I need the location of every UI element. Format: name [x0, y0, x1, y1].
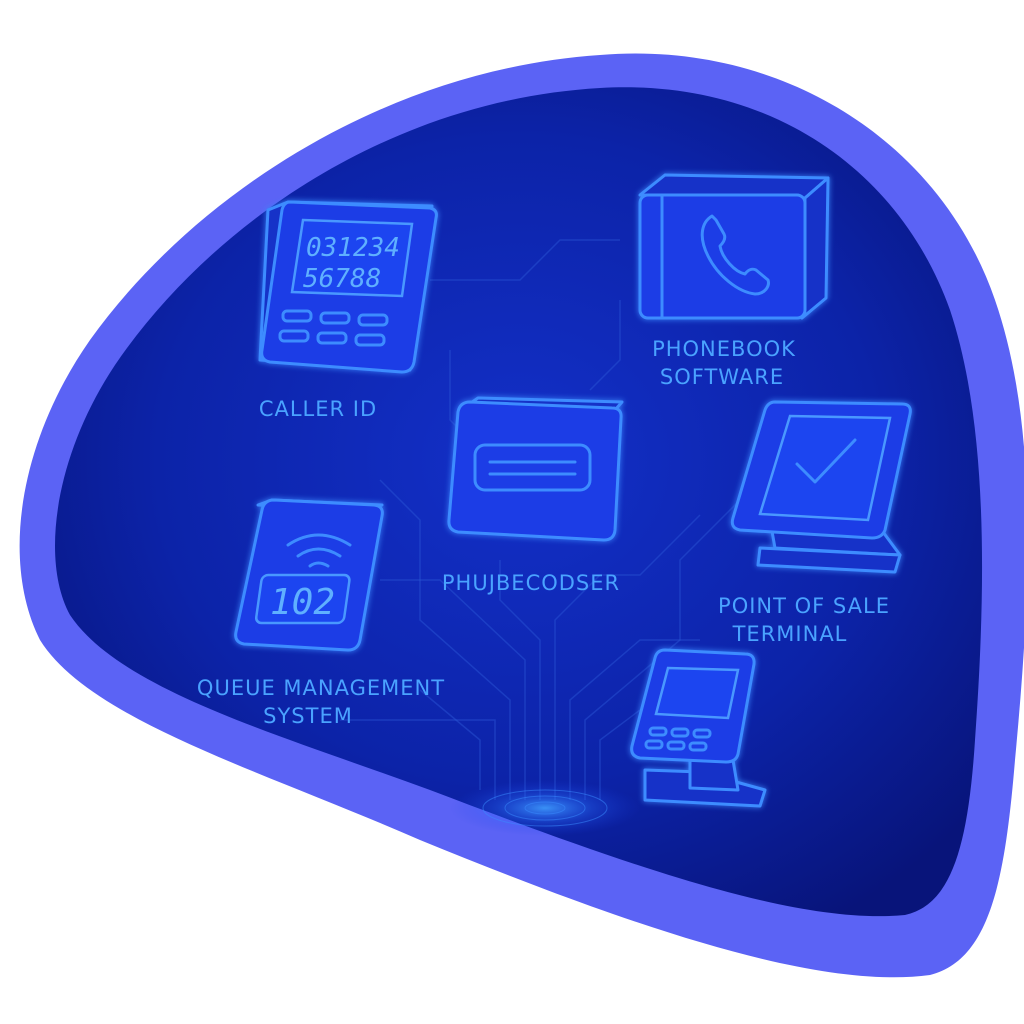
queue-label-line2: SYSTEM: [263, 704, 353, 728]
glow-rings: [482, 789, 608, 827]
glow-spot: [450, 780, 640, 836]
phonebook-phone-box-icon: [638, 173, 830, 320]
kiosk-terminal-icon: [630, 648, 767, 808]
caller-id-label: CALLER ID: [259, 397, 377, 421]
phonebook-label-line1: PHONEBOOK: [652, 337, 796, 361]
caller-id-digits-line2: 56788: [303, 264, 381, 294]
decoder-box-icon: [447, 396, 624, 542]
queue-ticket-wifi-icon: [234, 498, 384, 652]
phonebook-label-line2: SOFTWARE: [660, 365, 784, 389]
pos-label-line2: TERMINAL: [732, 622, 848, 646]
pos-terminal-checkmark-icon: [730, 400, 912, 574]
pos-label-line1: POINT OF SALE: [718, 594, 890, 618]
circuit-lines: [340, 239, 761, 800]
queue-number: 102: [270, 582, 335, 623]
decoder-label: PHUЈBECODSER: [442, 571, 620, 595]
caller-id-device-icon: [258, 200, 438, 374]
caller-id-digits-line1: 031234: [306, 233, 400, 263]
queue-label-line1: QUEUE MANAGEMENT: [197, 676, 445, 700]
